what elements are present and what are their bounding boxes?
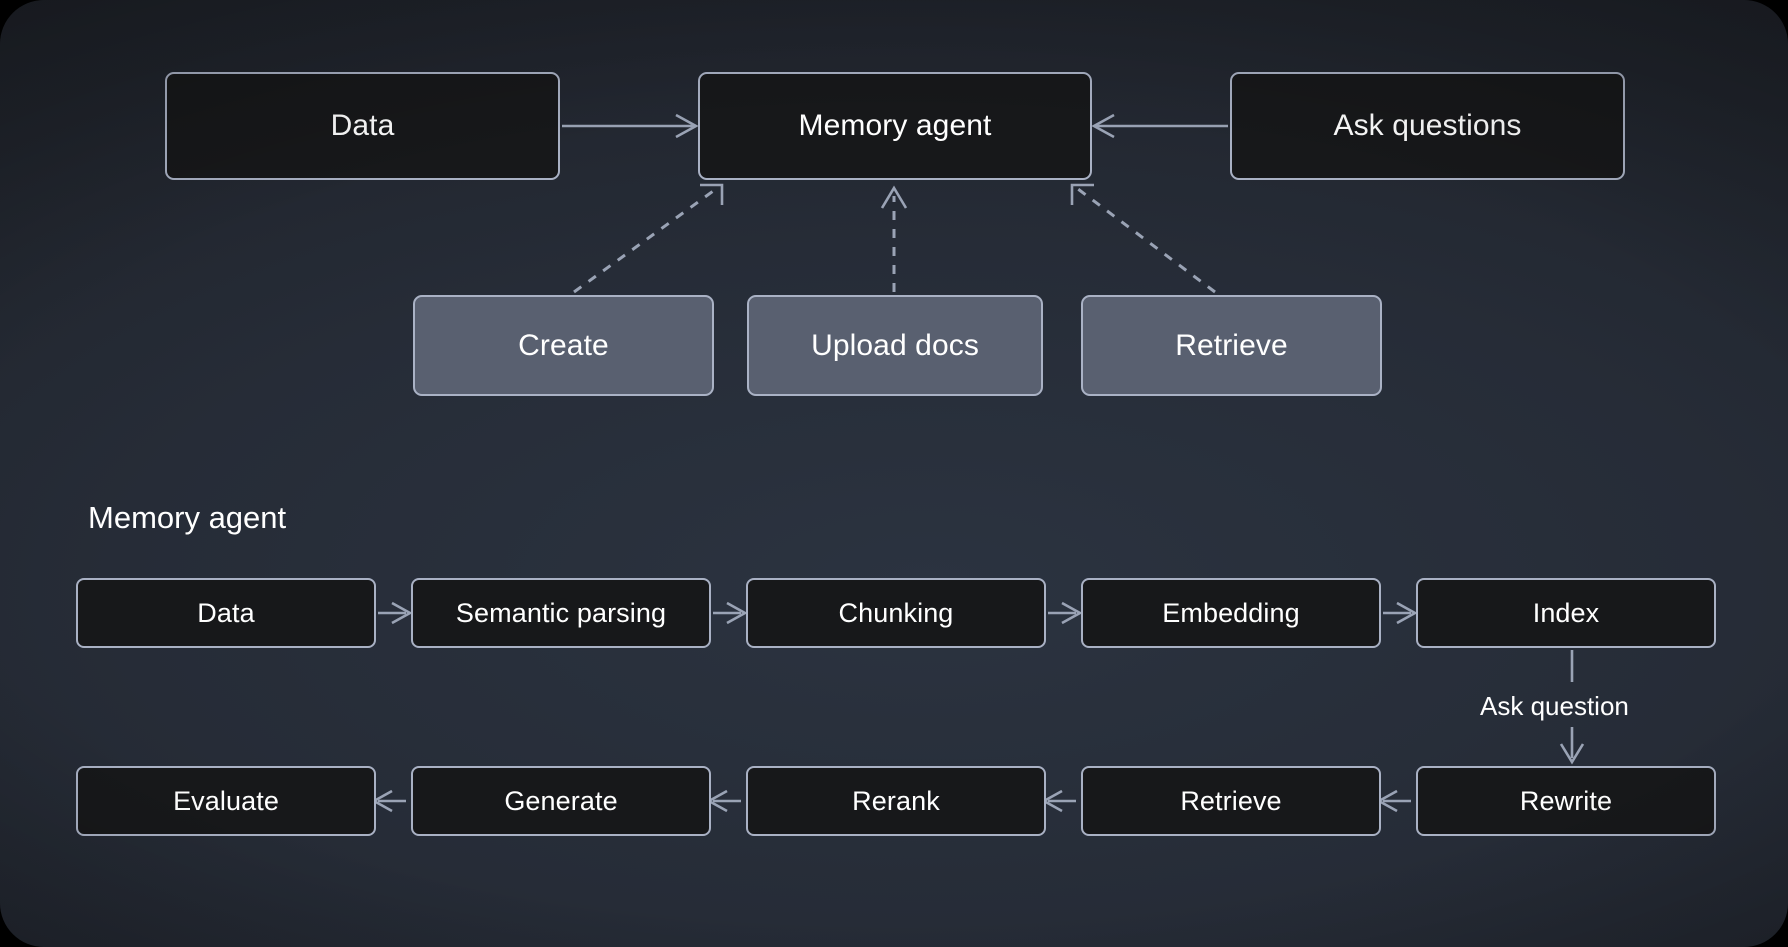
node-ask-questions[interactable]: Ask questions [1230,72,1625,180]
arrow-rerank-to-generate [706,789,741,813]
arrow-ask-questions-to-memory-agent [1091,113,1228,139]
node-pipeline-semantic-parsing[interactable]: Semantic parsing [411,578,711,648]
node-label: Data [330,109,395,142]
node-label: Retrieve [1175,328,1288,362]
arrow-semantic-parsing-to-chunking [713,601,748,625]
node-label: Ask questions [1333,109,1522,142]
section-title-text: Memory agent [88,500,287,535]
node-pipeline-retrieve[interactable]: Retrieve [1081,766,1381,836]
node-label: Create [518,328,609,362]
arrow-retrieve-to-rerank [1041,789,1076,813]
node-pipeline-index[interactable]: Index [1416,578,1716,648]
node-label: Generate [504,785,618,816]
edge-label-text: Ask question [1480,691,1629,721]
arrow-data-to-memory-agent [562,113,699,139]
node-label: Upload docs [811,328,979,362]
section-title-memory-agent: Memory agent [88,500,286,536]
node-label: Evaluate [173,785,279,816]
node-create[interactable]: Create [413,295,714,396]
dashed-arrow-upload-docs-to-memory-agent [880,185,908,292]
node-pipeline-evaluate[interactable]: Evaluate [76,766,376,836]
node-label: Index [1532,597,1600,628]
arrow-rewrite-to-retrieve [1376,789,1411,813]
node-label: Semantic parsing [455,597,667,628]
node-pipeline-embedding[interactable]: Embedding [1081,578,1381,648]
node-label: Data [197,597,255,628]
node-pipeline-chunking[interactable]: Chunking [746,578,1046,648]
node-pipeline-rewrite[interactable]: Rewrite [1416,766,1716,836]
node-upload-docs[interactable]: Upload docs [747,295,1043,396]
node-label: Embedding [1162,597,1300,628]
arrow-chunking-to-embedding [1048,601,1083,625]
node-retrieve-tool[interactable]: Retrieve [1081,295,1382,396]
node-label: Rewrite [1519,785,1613,816]
node-pipeline-data[interactable]: Data [76,578,376,648]
arrow-data-to-semantic-parsing [378,601,413,625]
node-pipeline-generate[interactable]: Generate [411,766,711,836]
node-label: Rerank [852,785,940,816]
arrow-generate-to-evaluate [371,789,406,813]
dashed-arrow-retrieve-to-memory-agent [1070,183,1216,294]
dashed-arrow-create-to-memory-agent [573,183,724,294]
node-pipeline-rerank[interactable]: Rerank [746,766,1046,836]
arrow-embedding-to-index [1383,601,1418,625]
node-memory-agent-overview[interactable]: Memory agent [698,72,1092,180]
node-label: Memory agent [798,109,992,142]
node-label: Retrieve [1180,785,1282,816]
edge-label-ask-question: Ask question [1480,691,1629,722]
node-label: Chunking [838,597,954,628]
node-data-overview[interactable]: Data [165,72,560,180]
